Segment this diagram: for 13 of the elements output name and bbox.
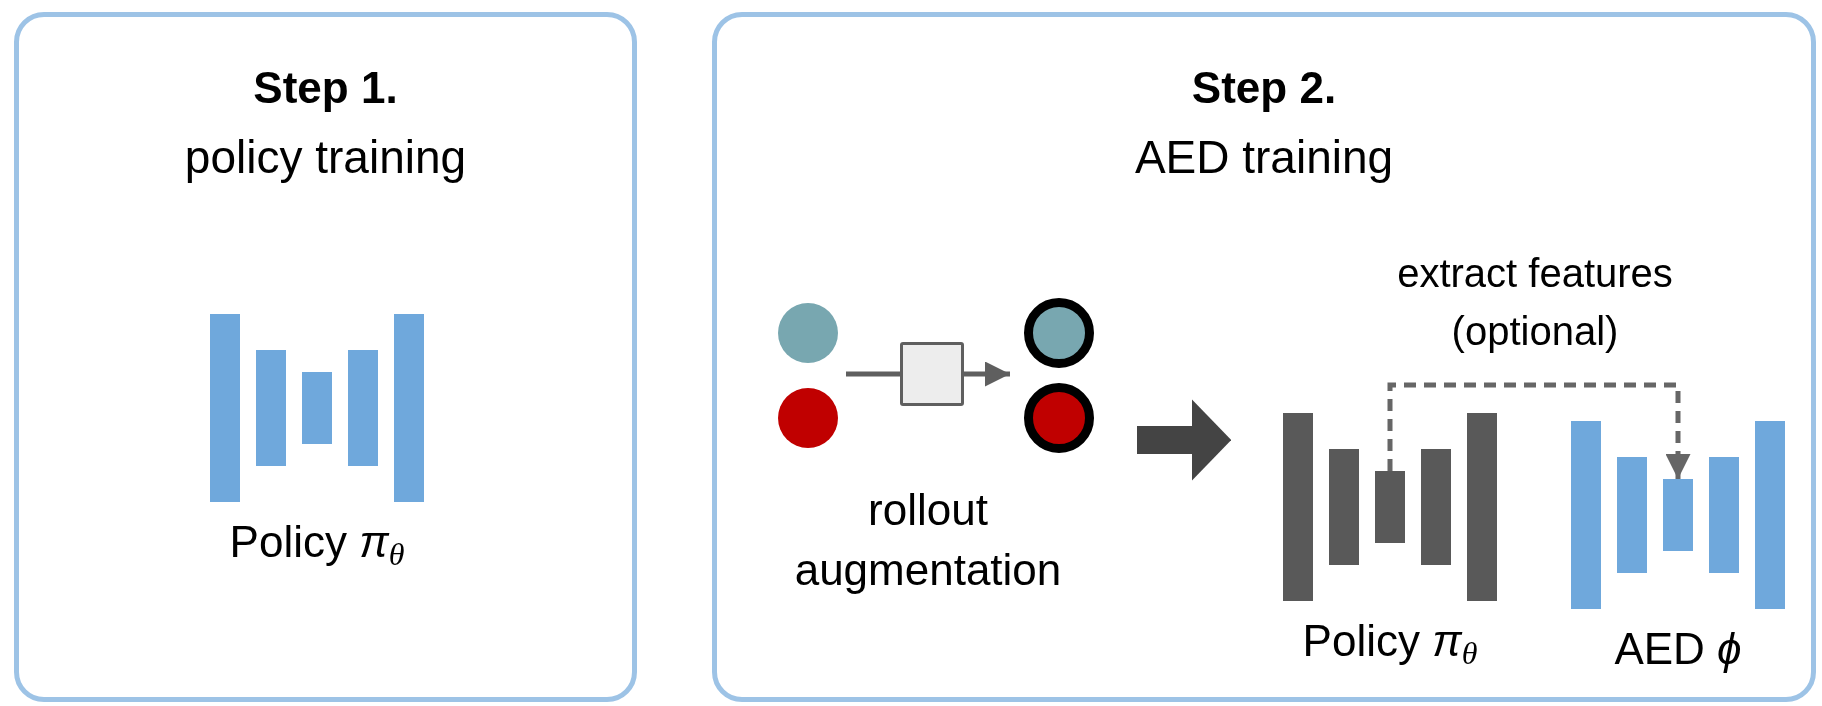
- network-caption: Policy π$_{θ}$: [229, 516, 405, 572]
- arrow: [964, 361, 1010, 387]
- step-panel: [712, 12, 1816, 702]
- step-panel: [14, 12, 637, 702]
- square-box: [900, 342, 964, 406]
- network-caption: Policy π$_{θ}$: [1302, 615, 1478, 671]
- block-arrow: [1137, 400, 1232, 480]
- step-title: Step 1.: [253, 62, 398, 114]
- step-subtitle: policy training: [184, 130, 467, 185]
- step-title: Step 2.: [1191, 62, 1337, 114]
- caption-text: rollout augmentation: [793, 484, 1063, 596]
- network-caption: AED ϕ: [1614, 623, 1742, 675]
- step-subtitle: AED training: [1134, 130, 1394, 185]
